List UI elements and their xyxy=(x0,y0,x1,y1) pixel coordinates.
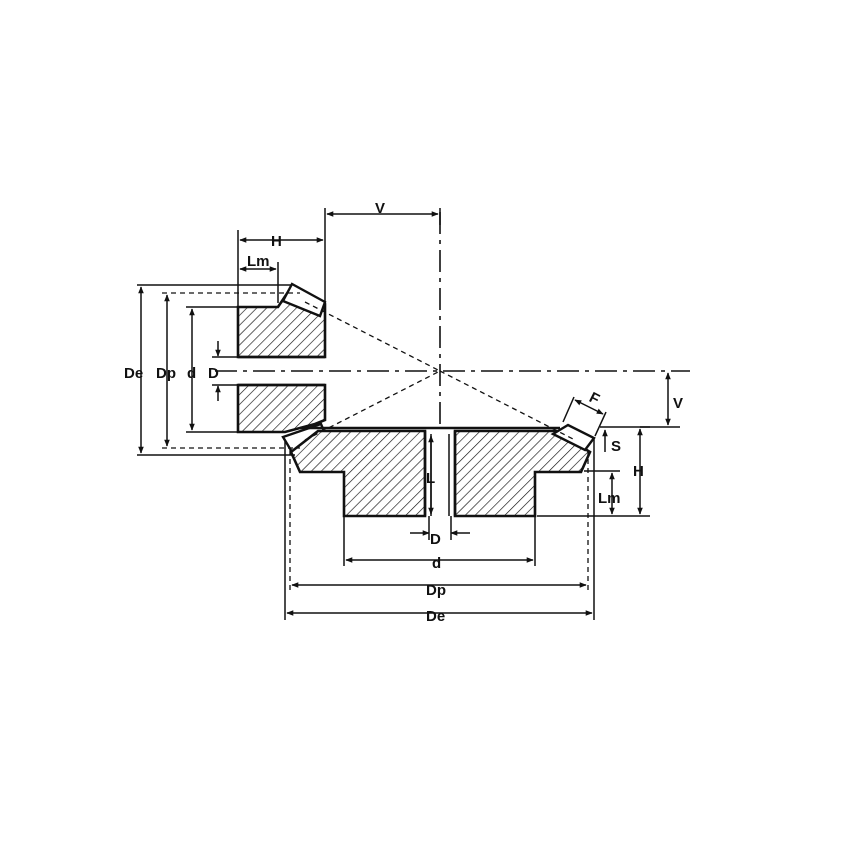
label-V-pinion: V xyxy=(375,200,385,217)
label-F-gear: F xyxy=(586,389,602,408)
label-De-pinion: De xyxy=(124,365,143,382)
gear-dimensions: V H Lm S F L D d Dp De xyxy=(284,372,683,625)
label-H-gear: H xyxy=(633,463,644,480)
label-Lm-gear: Lm xyxy=(598,490,621,507)
gear-body-left xyxy=(289,429,427,518)
label-d-gear: d xyxy=(432,555,441,572)
pitch-cone-3 xyxy=(439,370,576,441)
ext-F-2 xyxy=(594,411,607,437)
dim-F-gear xyxy=(574,399,604,415)
label-H-pinion: H xyxy=(271,233,282,250)
label-Lm-pinion: Lm xyxy=(247,253,270,270)
label-d-pinion: d xyxy=(187,365,196,382)
pinion-dimensions: De Dp d D H Lm V xyxy=(124,200,441,456)
label-Dp-pinion: Dp xyxy=(156,365,176,382)
crown-gear xyxy=(289,423,596,518)
pitch-cone-2 xyxy=(304,370,441,441)
label-D-gear: D xyxy=(430,531,441,548)
pinion-body-lower xyxy=(236,383,327,434)
label-D-pinion: D xyxy=(208,365,219,382)
pitch-cone-1 xyxy=(304,301,441,372)
ext-F-1 xyxy=(562,396,575,423)
label-V-gear: V xyxy=(673,395,683,412)
label-De-gear: De xyxy=(426,608,445,625)
label-Dp-gear: Dp xyxy=(426,582,446,599)
label-S-gear: S xyxy=(611,438,621,455)
pinion-gear xyxy=(236,282,328,454)
label-L-gear: L xyxy=(426,470,435,487)
construction-lines xyxy=(215,212,690,441)
gear-body-right xyxy=(453,429,592,518)
